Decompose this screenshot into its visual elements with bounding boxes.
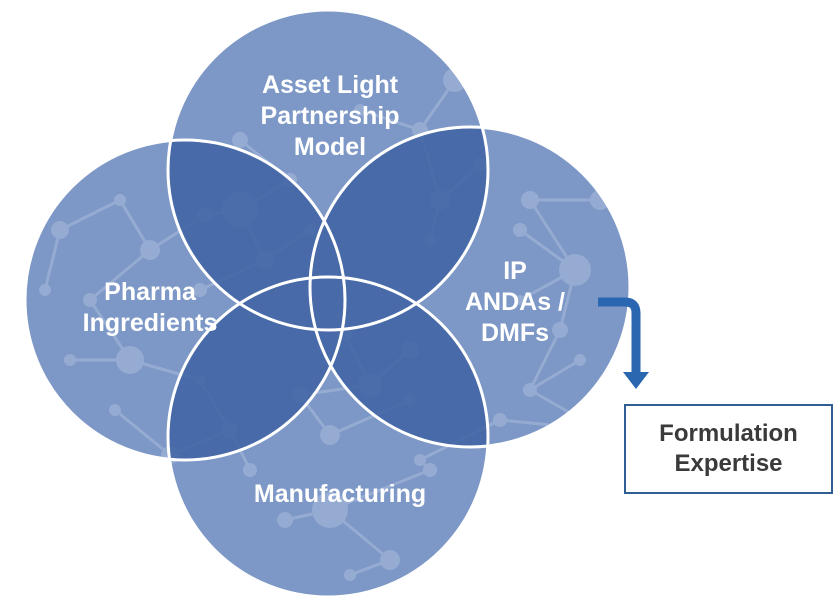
molecule-bond	[59, 198, 121, 232]
molecule-atom	[232, 132, 248, 148]
circle-outlines	[23, 8, 632, 599]
molecule-atom	[574, 354, 586, 366]
molecule-bond	[529, 358, 581, 392]
label-ip-andas-dmfs: IP ANDAs / DMFs	[464, 257, 565, 347]
molecule-atom	[114, 194, 126, 206]
molecule-atom	[513, 223, 527, 237]
molecule-bond	[359, 108, 421, 132]
molecule-atom	[521, 191, 539, 209]
molecule-atom	[83, 293, 97, 307]
molecule-atom	[380, 550, 400, 570]
molecule-atom	[515, 295, 525, 305]
molecule-atom	[592, 422, 608, 438]
molecule-bond	[528, 329, 562, 391]
molecule-atom	[140, 240, 160, 260]
label-manufacturing: Manufacturing	[253, 480, 427, 508]
molecule-atom	[312, 492, 348, 528]
molecule-atom	[64, 354, 76, 366]
molecule-bond	[114, 408, 171, 457]
molecule-atom	[320, 425, 340, 445]
molecule-atom	[344, 569, 356, 581]
molecule-atom	[552, 322, 568, 338]
molecule-atom	[493, 413, 507, 427]
formulation-expertise-label: Formulation Expertise	[659, 420, 798, 477]
molecule-atom	[423, 463, 437, 477]
molecule-atom	[39, 284, 51, 296]
molecule-bond	[43, 229, 62, 291]
formulation-expertise-box: Formulation Expertise	[624, 404, 833, 494]
molecule-atom	[414, 454, 426, 466]
molecule-bond	[89, 248, 151, 302]
molecule-atom	[559, 254, 591, 286]
callout-arrow	[598, 297, 641, 372]
label-asset-light-partnership-model: Asset Light Partnership Model	[260, 71, 400, 161]
label-pharma-ingredients: Pharma Ingredients	[82, 278, 218, 337]
molecule-atom	[277, 512, 293, 528]
molecule-atom	[51, 221, 69, 239]
molecule-atom	[109, 404, 121, 416]
molecule-atom	[116, 346, 144, 374]
molecule-atom	[243, 463, 257, 477]
callout-arrowhead	[623, 372, 649, 389]
molecule-atom	[193, 283, 207, 297]
molecule-atom	[523, 383, 537, 397]
molecule-atom	[354, 104, 366, 116]
